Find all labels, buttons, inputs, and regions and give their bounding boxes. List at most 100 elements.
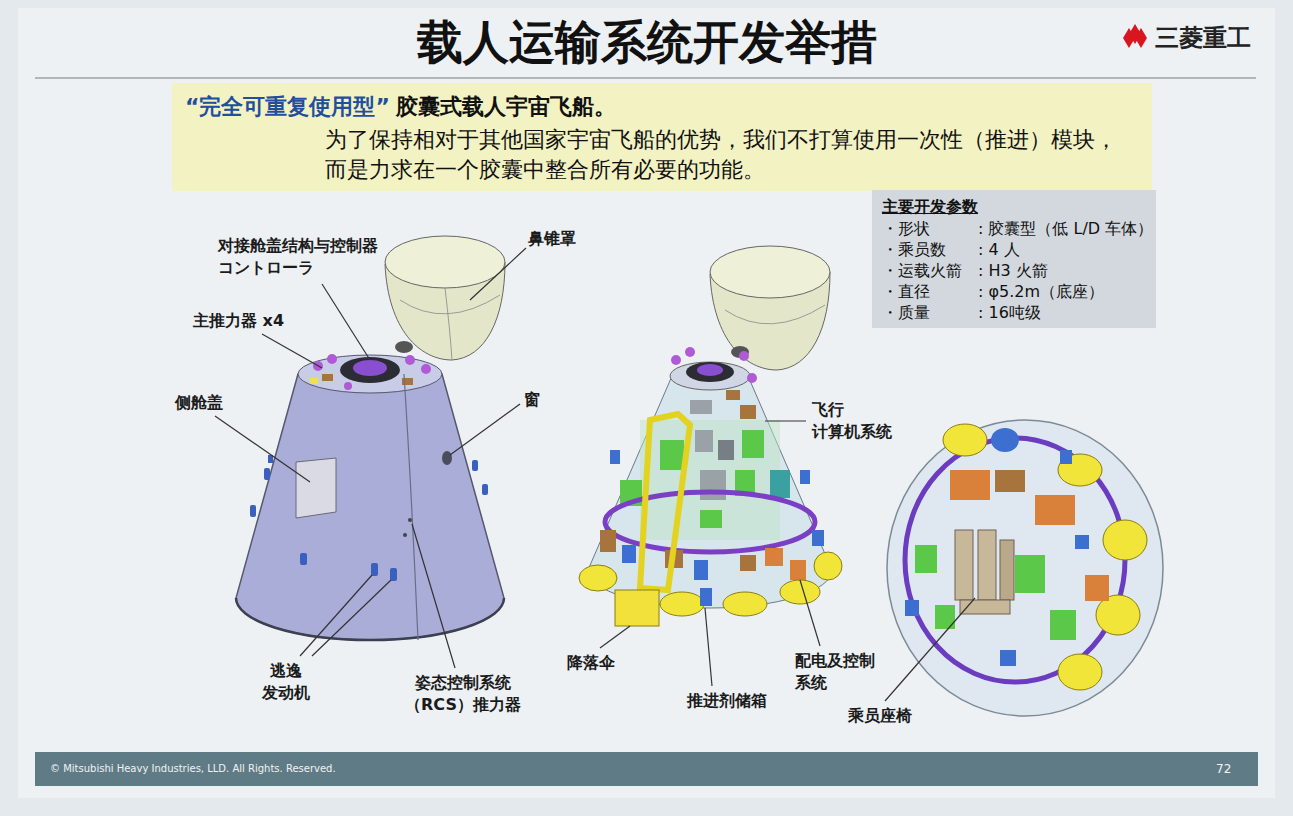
capsule-underside-part bbox=[1050, 610, 1076, 640]
capsule-underside-part bbox=[1060, 450, 1072, 464]
nose-cone-cover-part bbox=[395, 341, 413, 353]
copyright-note: © Mitsubishi Heavy Industries, LLD. All … bbox=[50, 762, 336, 776]
capsule-underside-part bbox=[1000, 540, 1014, 600]
capsule-exterior-part bbox=[353, 360, 387, 376]
capsule-underside-part bbox=[955, 530, 973, 600]
capsule-interior-part bbox=[622, 545, 636, 563]
capsule-interior-part bbox=[697, 364, 723, 376]
capsule-interior-part bbox=[694, 560, 708, 580]
leader-lines-part bbox=[215, 416, 310, 482]
capsule-exterior-part bbox=[310, 378, 318, 384]
nose-cone-cover-part bbox=[400, 295, 500, 314]
capsule-underside-part bbox=[935, 605, 955, 629]
company-logo-part bbox=[1123, 28, 1135, 48]
leader-lines-part bbox=[885, 598, 975, 701]
page-number: 72 bbox=[1216, 761, 1231, 777]
capsule-interior-part bbox=[579, 565, 617, 591]
slide-ground-part bbox=[35, 752, 1258, 786]
part-label: 配电及控制 系统 bbox=[795, 650, 895, 694]
leader-lines-part bbox=[450, 404, 520, 455]
capsule-underside-part bbox=[991, 428, 1019, 452]
leader-lines bbox=[215, 248, 975, 701]
capsule-underside-part bbox=[1085, 575, 1109, 601]
capsule-underside-part bbox=[943, 424, 987, 456]
table-heading: 主要开发参数 bbox=[882, 196, 1148, 218]
capsule-exterior-part bbox=[327, 354, 337, 364]
nose-cone-cover-part bbox=[445, 288, 452, 360]
capsule-interior-part bbox=[700, 588, 712, 606]
capsule-interior-part bbox=[812, 530, 824, 546]
capsule-interior-part bbox=[690, 400, 712, 414]
capsule-underside-part bbox=[995, 470, 1025, 492]
capsule-interior bbox=[579, 246, 842, 626]
parameter-value: : 16吨级 bbox=[978, 302, 1153, 323]
capsule-exterior-part bbox=[472, 460, 478, 471]
capsule-underside-part bbox=[887, 420, 1163, 716]
capsule-exterior-part bbox=[264, 468, 270, 480]
capsule-underside-part bbox=[1035, 495, 1075, 525]
part-label: 逃逸 发动机 bbox=[250, 660, 322, 704]
capsule-interior-part bbox=[726, 390, 740, 400]
capsule-exterior-part bbox=[405, 355, 415, 365]
leader-lines-part bbox=[412, 524, 455, 668]
capsule-exterior-part bbox=[421, 364, 431, 374]
parameter-name: ・形状 bbox=[882, 218, 978, 239]
capsule-underside-part bbox=[905, 600, 919, 616]
parameter-value: : H3 火箭 bbox=[978, 260, 1153, 281]
capsule-interior-part bbox=[725, 305, 825, 324]
capsule-underside-part bbox=[1075, 535, 1089, 549]
capsule-underside bbox=[887, 420, 1163, 716]
leader-lines-part bbox=[312, 580, 391, 656]
capsule-underside-part bbox=[1103, 520, 1147, 560]
capsule-underside-part bbox=[950, 470, 990, 500]
summary-banner: “完全可重复使用型”胶囊式载人宇宙飞船。为了保持相对于其他国家宇宙飞船的优势，我… bbox=[172, 83, 1152, 191]
capsule-interior-part bbox=[700, 510, 722, 528]
capsule-interior-part bbox=[588, 376, 832, 608]
capsule-interior-part bbox=[671, 355, 681, 365]
parameter-name: ・直径 bbox=[882, 281, 978, 302]
capsule-interior-part bbox=[685, 347, 695, 357]
leader-lines-part bbox=[322, 284, 370, 360]
parameter-value: : 胶囊型（低 L/D 车体） bbox=[978, 218, 1153, 239]
capsule-interior-part bbox=[660, 592, 704, 616]
capsule-exterior-part bbox=[408, 518, 412, 522]
leader-lines-part bbox=[470, 248, 526, 300]
capsule-exterior-part bbox=[404, 374, 418, 640]
capsule-exterior-part bbox=[250, 505, 256, 517]
heading-highlight: “完全可重复使用型” bbox=[185, 94, 390, 119]
capsule-interior-part bbox=[790, 560, 806, 580]
capsule-exterior bbox=[236, 354, 504, 640]
capsule-underside-part bbox=[1000, 650, 1016, 666]
heading-line: “完全可重复使用型”胶囊式载人宇宙飞船。 bbox=[185, 91, 1140, 125]
capsule-interior-part bbox=[739, 351, 749, 361]
capsule-interior-part bbox=[723, 592, 767, 616]
nose-cone-cover bbox=[385, 236, 505, 360]
capsule-interior-part bbox=[742, 430, 764, 458]
part-label: 飞行 计算机系统 bbox=[812, 399, 912, 443]
capsule-interior-part bbox=[640, 420, 780, 540]
capsule-interior-part bbox=[780, 580, 820, 604]
company-logo-part bbox=[1135, 28, 1147, 48]
capsule-underside-part bbox=[978, 530, 996, 600]
capsule-exterior-part bbox=[442, 451, 452, 465]
capsule-exterior-part bbox=[300, 553, 307, 565]
parameter-box: 主要开发参数・形状: 胶囊型（低 L/D 车体）・乘员数: 4 人・运载火箭: … bbox=[872, 190, 1156, 328]
leader-lines-part bbox=[765, 420, 806, 421]
capsule-interior-part bbox=[747, 373, 757, 383]
leader-lines-part bbox=[300, 575, 372, 656]
capsule-exterior-part bbox=[236, 598, 504, 640]
capsule-underside-part bbox=[1015, 555, 1045, 593]
capsule-exterior-part bbox=[371, 563, 378, 576]
company-name: 三菱重工 bbox=[1155, 22, 1251, 54]
parameter-value: : φ5.2m（底座） bbox=[978, 281, 1153, 302]
capsule-exterior-part bbox=[296, 458, 336, 518]
leader-lines-part bbox=[262, 334, 322, 368]
heading-text: 胶囊式载人宇宙飞船。 bbox=[396, 94, 616, 119]
slide-ground-part bbox=[18, 8, 1275, 798]
capsule-exterior-part bbox=[344, 382, 352, 390]
body-text: 为了保持相对于其他国家宇宙飞船的优势，我们不打算使用一次性（推进）模块， 而是力… bbox=[325, 125, 1140, 185]
capsule-exterior-part bbox=[340, 357, 400, 383]
parameter-name: ・质量 bbox=[882, 302, 978, 323]
capsule-underside-part bbox=[915, 545, 937, 573]
part-label: 侧舱盖 bbox=[175, 392, 223, 414]
